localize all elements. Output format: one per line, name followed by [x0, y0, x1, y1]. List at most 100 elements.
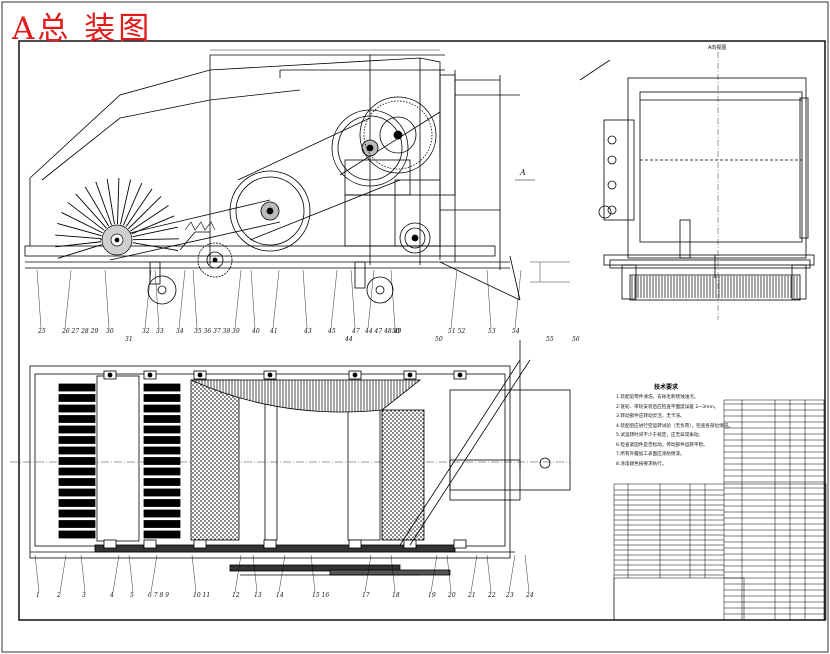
grate-bar — [58, 509, 96, 518]
grate-bar — [143, 446, 181, 455]
callout-number: 45 — [328, 328, 336, 335]
callout-number: 34 — [176, 328, 184, 335]
callout-number: 53 — [488, 328, 496, 335]
section-a-label: A — [520, 168, 526, 177]
feeder-tine — [125, 188, 153, 228]
feeder-tine — [132, 226, 178, 238]
tech-requirement-item: 6.检查紧固件是否松动，传动部件运转平稳。 — [616, 442, 708, 448]
callout-number: 23 — [506, 592, 514, 599]
bolt-head — [457, 372, 463, 378]
sprocket-small — [197, 242, 233, 278]
grate-bar — [143, 478, 181, 486]
callout-number: 54 — [512, 328, 520, 335]
callout-number: 18 — [392, 592, 400, 599]
callout-number: 44 — [345, 336, 353, 343]
tech-requirement-item: 1.装配前零件清洗，去除毛刺锈蚀油污。 — [616, 395, 699, 400]
leader-line — [350, 269, 356, 329]
leader-line — [36, 269, 42, 329]
side-view — [579, 52, 815, 320]
leader-line — [191, 554, 197, 593]
leader-line — [330, 269, 338, 329]
tech-requirement-item: 8.涂漆颜色按要求执行。 — [616, 461, 667, 467]
inner-border — [18, 40, 826, 621]
leader-line — [508, 554, 516, 593]
leader-line — [367, 269, 375, 329]
callout-number: 4 — [110, 592, 114, 599]
callout-number: 51 52 — [448, 328, 466, 335]
callout-number: 3 — [82, 592, 86, 599]
feeder-tine — [75, 193, 107, 229]
callout-number: 6 7 8 9 — [148, 592, 169, 599]
callout-number: 5 — [130, 592, 134, 599]
feeder-tine — [131, 215, 175, 235]
grate-bar — [143, 425, 181, 434]
leader-line — [34, 554, 40, 593]
callout-number: 55 — [546, 336, 554, 343]
side-view-label: A向视图 — [708, 45, 727, 51]
callout-number: 1 — [36, 592, 40, 599]
tech-requirement-item: 3.转动部件应转动灵活，无卡滞。 — [616, 414, 685, 419]
callout-number: 35 36 37 38 — [194, 328, 231, 335]
plan-view — [10, 340, 571, 593]
grate-blocks — [58, 383, 181, 539]
grate-bar — [58, 467, 96, 476]
leader-line — [252, 554, 258, 593]
grate-bar — [143, 467, 181, 476]
leader-line — [112, 554, 120, 593]
grate-bar — [143, 457, 181, 465]
leader-line — [192, 269, 198, 329]
grate-bar — [58, 530, 96, 539]
grate-bar — [143, 499, 181, 507]
feeder-tine — [67, 202, 105, 231]
leader-line — [80, 554, 86, 593]
tension-pulley — [399, 222, 431, 254]
callout-number: 33 — [156, 328, 164, 335]
bolt — [348, 539, 362, 549]
leader-line — [390, 269, 396, 329]
leader-line — [59, 554, 67, 593]
leader-line — [234, 554, 242, 593]
grate-bar — [58, 488, 96, 497]
grate-bar — [143, 488, 181, 497]
feeder-tine — [106, 178, 115, 225]
feeder-tine — [55, 234, 102, 240]
callout-number: 26 27 28 29 — [62, 328, 99, 335]
bolt-head — [107, 372, 113, 378]
tech-requirements-title: 技术要求 — [654, 384, 679, 391]
callout-number: 14 — [276, 592, 284, 599]
callout-number: 30 — [106, 328, 114, 335]
callout-number: 20 — [448, 592, 456, 599]
callout-number: 19 — [428, 592, 436, 599]
callout-number: 40 — [252, 328, 260, 335]
bolt-head — [147, 372, 153, 378]
grate-bar — [143, 415, 181, 423]
leader-line — [154, 269, 160, 329]
feeder-tine — [120, 179, 132, 225]
bolt-head — [352, 372, 358, 378]
feeder-tine — [132, 242, 179, 252]
bolt — [263, 539, 277, 549]
feeder-tine — [95, 181, 112, 226]
grate-bar — [143, 530, 181, 539]
front-view — [24, 49, 570, 329]
tech-requirement-item: 7.所有外露加工表面应涂防锈漆。 — [616, 452, 685, 457]
callout-number: 50 — [435, 336, 443, 343]
callout-number: 50 — [392, 328, 400, 335]
main-pulley — [229, 170, 311, 252]
feeder-tine — [132, 238, 179, 241]
callout-number: 21 — [468, 592, 476, 599]
callout-number: 47 — [352, 328, 360, 335]
grate-bar — [58, 478, 96, 486]
feeder-tine — [57, 244, 102, 259]
grate-bar — [143, 520, 181, 528]
grate-bar — [58, 425, 96, 434]
callout-number: 32 — [142, 328, 150, 335]
grate-bar — [143, 436, 181, 444]
grate-bar — [58, 383, 96, 392]
wheels — [147, 261, 394, 305]
leader-line — [178, 269, 186, 329]
bolt — [193, 539, 207, 549]
leader-line — [278, 554, 286, 593]
callout-number: 43 — [304, 328, 312, 335]
leader-line — [430, 554, 438, 593]
